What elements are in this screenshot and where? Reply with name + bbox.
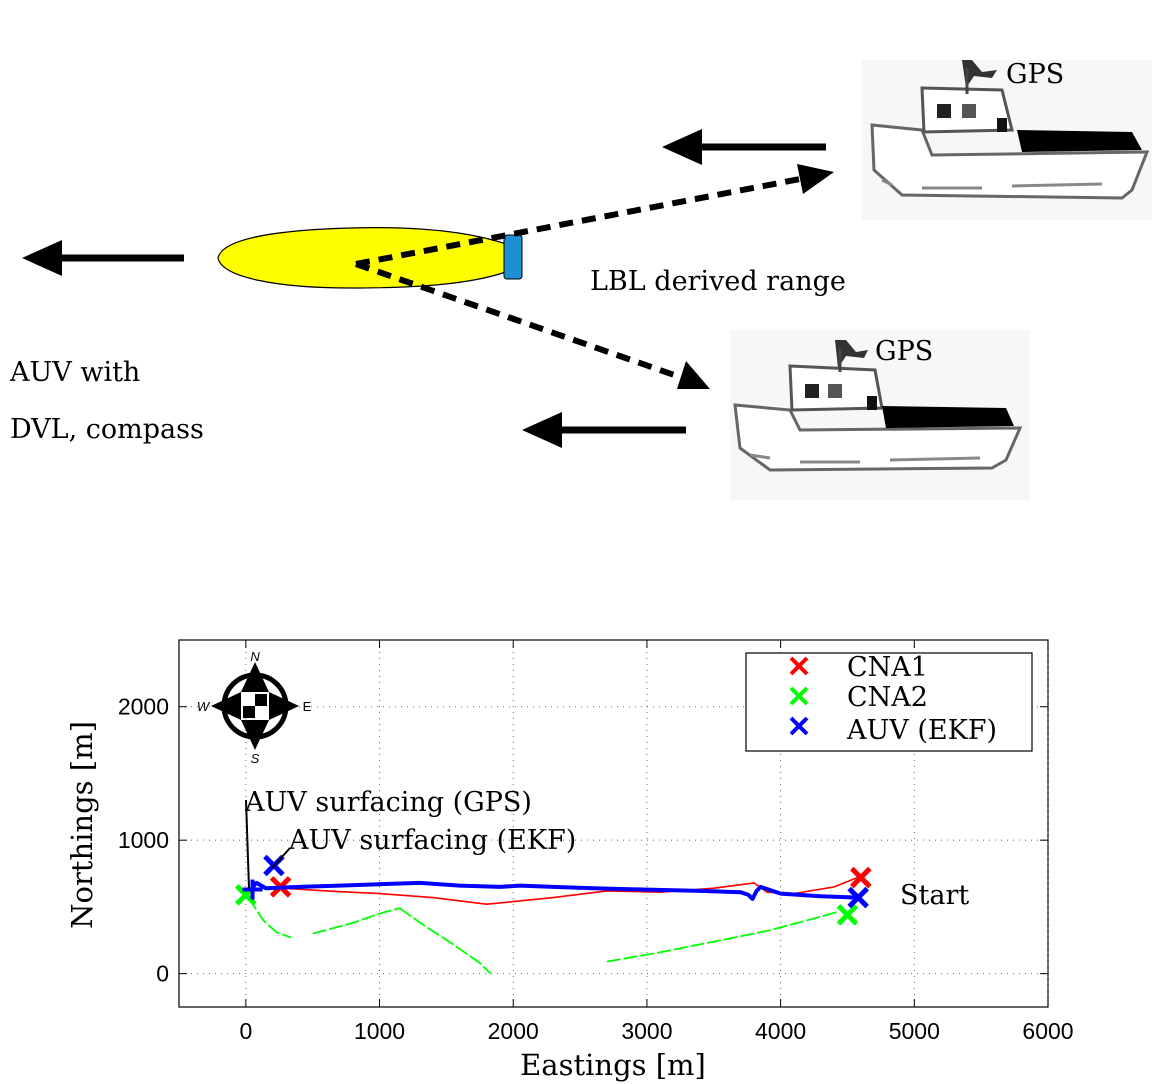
ship-2: GPS	[730, 330, 1030, 500]
series-line-cna2	[247, 897, 292, 939]
series-line-cna2	[312, 907, 400, 935]
compass-n-label: N	[250, 649, 260, 664]
compass-rose: N S W E	[197, 649, 312, 766]
auv-label-line2: DVL, compass	[10, 414, 204, 445]
y-tick-label: 1000	[118, 827, 169, 853]
compass-north-point	[241, 662, 269, 692]
lbl-diagram: GPS GPS LBL derived range AUV with DVL, …	[9, 59, 1152, 500]
compass-west-point	[211, 692, 241, 720]
legend-marker-cna1	[789, 656, 809, 676]
axis-ticks: 0 1000 2000 3000 4000 5000 6000 0 1000 2000	[118, 640, 1074, 1044]
legend: CNA1 CNA2 AUV (EKF)	[745, 652, 1033, 752]
gps-surfacing-marker	[242, 879, 263, 900]
legend-marker-auv	[789, 716, 809, 736]
legend-marker-cna2	[789, 686, 809, 706]
x-tick-label: 3000	[621, 1018, 672, 1044]
y-tick-label: 0	[156, 961, 169, 987]
auv-motion-arrow	[22, 240, 184, 276]
x-tick-label: 1000	[354, 1018, 405, 1044]
compass-south-point	[241, 720, 269, 750]
series-end-marker-cna1	[850, 866, 872, 889]
x-tick-label: 0	[239, 1018, 252, 1044]
legend-label-auv: AUV (EKF)	[846, 715, 997, 746]
ship2-motion-arrow	[522, 412, 686, 448]
x-tick-label: 4000	[755, 1018, 806, 1044]
series-end-marker-auv-ekf	[847, 886, 869, 909]
series-end-marker-cna2	[836, 904, 859, 926]
annotation-ekf-surfacing: AUV surfacing (EKF)	[271, 825, 576, 869]
series-line-auv-ekf	[251, 880, 859, 901]
track-plot: 0 1000 2000 3000 4000 5000 6000 0 1000 2000 N S W…	[65, 639, 1074, 1082]
annotation-ekf-text: AUV surfacing (EKF)	[288, 825, 576, 856]
auv-label-line1: AUV with	[9, 357, 140, 388]
ship-1: GPS	[862, 59, 1152, 220]
x-tick-label: 2000	[488, 1018, 539, 1044]
legend-label-cna1: CNA1	[847, 652, 928, 683]
ship1-motion-arrow	[662, 129, 826, 165]
compass-w-label: W	[197, 699, 211, 714]
annotation-start: Start	[900, 880, 969, 911]
y-tick-label: 2000	[118, 694, 169, 720]
auv-vehicle	[217, 227, 523, 289]
grid-lines	[179, 640, 1049, 1007]
y-axis-label: Northings [m]	[65, 721, 99, 929]
auv-hull	[217, 227, 507, 289]
range-line-lower	[355, 261, 710, 389]
range-line-upper	[355, 164, 834, 267]
compass-east-point	[269, 692, 299, 720]
compass-e-label: E	[303, 699, 312, 714]
compass-s-label: S	[251, 751, 260, 766]
x-tick-label: 6000	[1022, 1018, 1073, 1044]
annotation-gps-surfacing: AUV surfacing (GPS)	[244, 787, 532, 889]
series-line-cna2	[606, 911, 838, 963]
series-line-cna2	[399, 907, 492, 975]
x-axis-label: Eastings [m]	[520, 1048, 706, 1082]
range-label: LBL derived range	[590, 266, 846, 297]
gps-label-bottom: GPS	[875, 336, 933, 367]
annotation-gps-text: AUV surfacing (GPS)	[244, 787, 532, 818]
legend-label-cna2: CNA2	[847, 682, 928, 713]
auv-transducer	[503, 234, 523, 280]
gps-label-top: GPS	[1006, 59, 1064, 90]
x-tick-label: 5000	[889, 1018, 940, 1044]
